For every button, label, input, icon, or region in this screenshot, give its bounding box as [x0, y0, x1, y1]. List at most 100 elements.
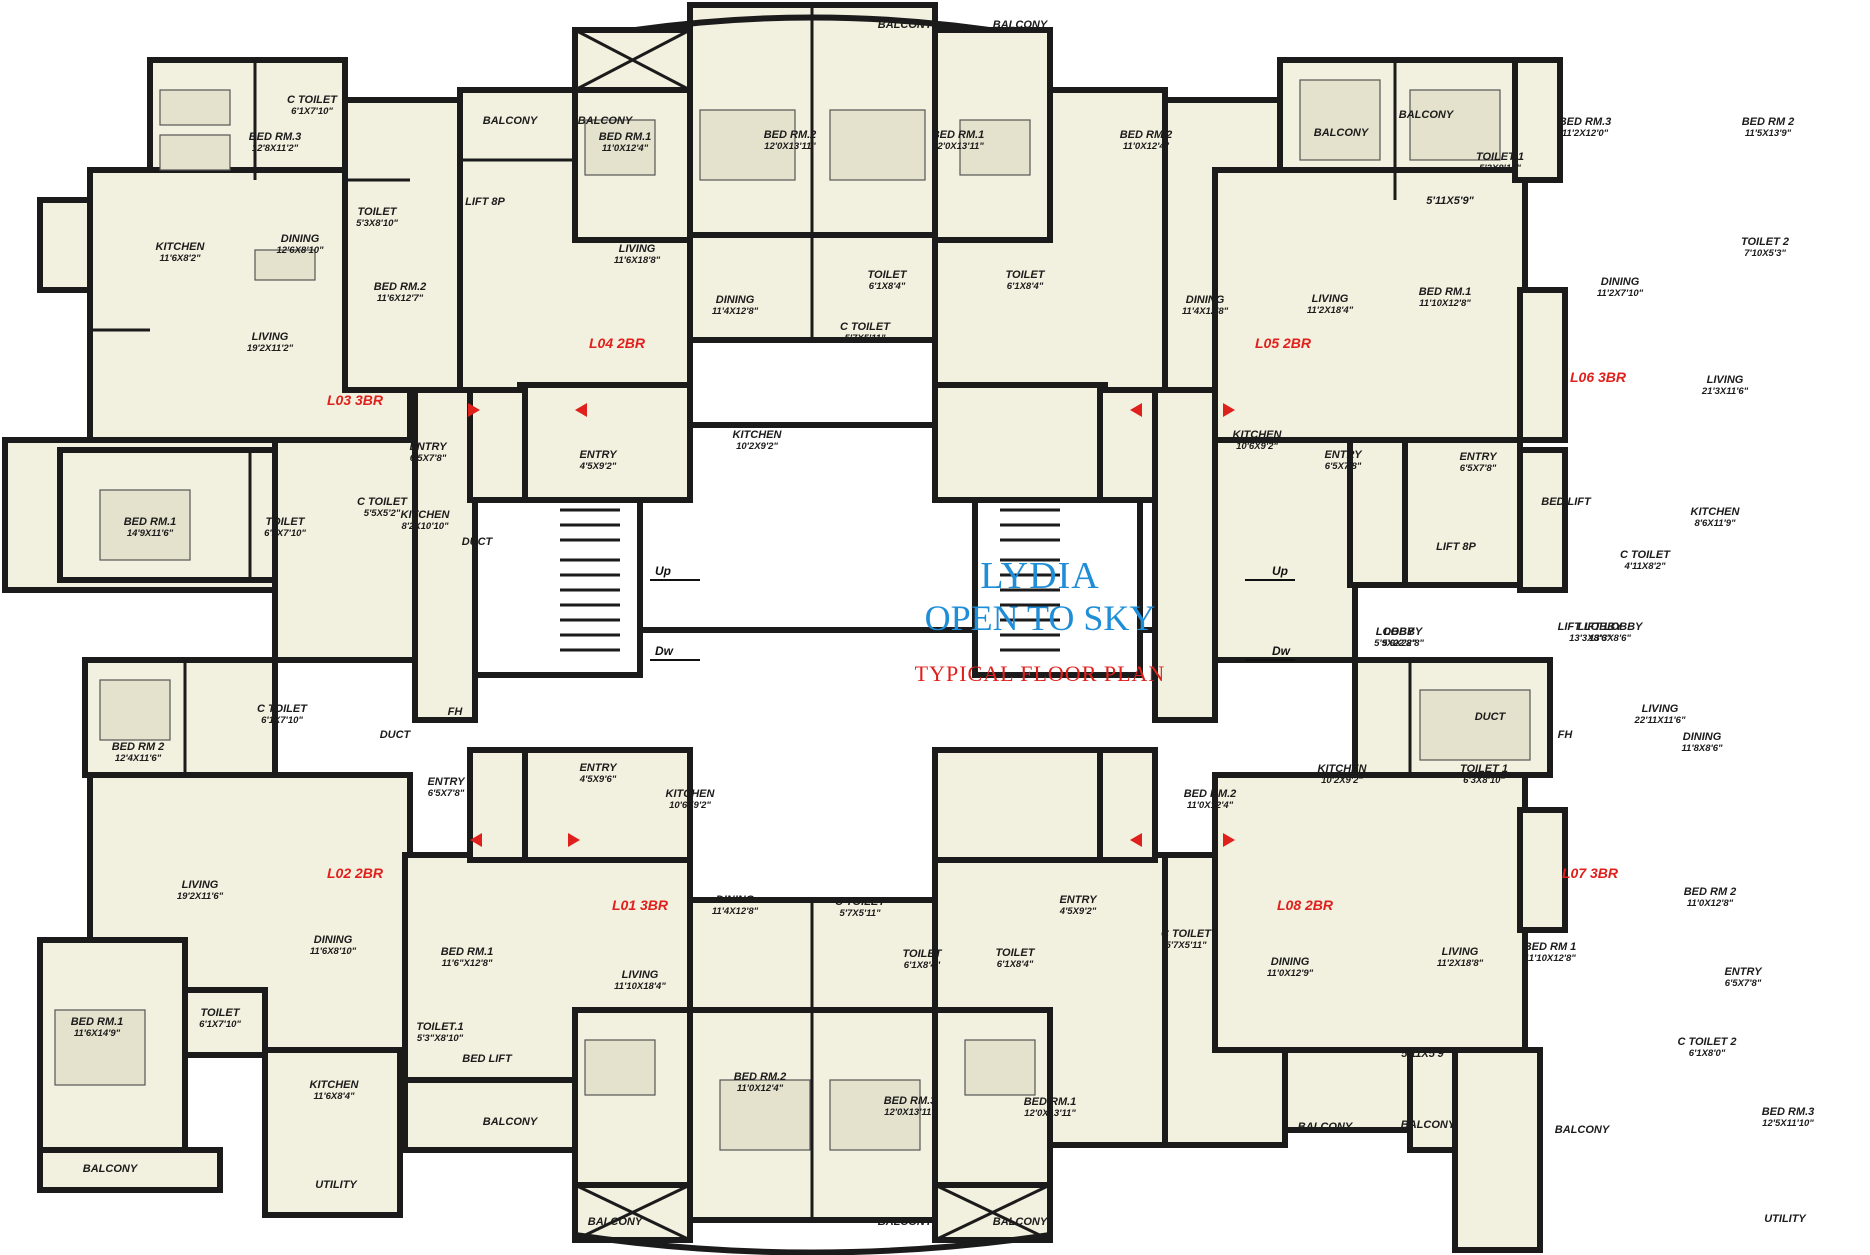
room-dimension: 11'6"X12'8" — [442, 958, 493, 969]
room-dimension: 12'8X11'2" — [252, 143, 299, 154]
room-dimension: 12'0X13'11" — [932, 141, 984, 152]
room-name: BED RM 2 — [1742, 116, 1795, 128]
room-dimension: 11'10X12'8" — [1524, 953, 1576, 964]
room-name: DINING — [1683, 731, 1722, 743]
stair-right — [972, 467, 1143, 678]
stair-left — [472, 467, 643, 678]
balcony-label: BALCONY — [83, 1163, 139, 1175]
balcony-label: BALCONY — [1555, 1124, 1611, 1136]
room-name: LIVING — [1442, 946, 1479, 958]
room-dimension: 11'0X12'4" — [602, 143, 649, 154]
balcony-label: BALCONY — [483, 115, 539, 127]
room-name: KITCHEN — [310, 1079, 360, 1091]
room-name: ENTRY — [409, 441, 448, 453]
room-name: BED RM.1 — [1024, 1096, 1077, 1108]
balcony-label: BALCONY — [1399, 109, 1455, 121]
room-name: C TOILET — [1161, 928, 1212, 940]
room-name: C TOILET — [1620, 549, 1671, 561]
room-name: KITCHEN — [666, 788, 716, 800]
room-dimension: 8'2X10'10" — [401, 521, 449, 532]
room-name: DINING — [281, 233, 320, 245]
room-name: LIFT 8P — [465, 196, 505, 208]
room-dimension: 12'6X8'10" — [276, 245, 324, 256]
room-name: KITCHEN — [1691, 506, 1741, 518]
balcony-label: BALCONY — [878, 1216, 934, 1228]
room-dimension: 6'1X8'4" — [869, 281, 906, 292]
room-dimension: 12'0X13'11" — [884, 1107, 936, 1118]
room-name: BED RM.3 — [1559, 116, 1612, 128]
room-name: BED RM.2 — [374, 281, 427, 293]
unit-label: L03 3BR — [327, 392, 384, 408]
room-name: KITCHEN — [1318, 763, 1368, 775]
room-name: LOBBY — [1384, 626, 1424, 638]
room-name: LIVING — [182, 879, 219, 891]
room-name: ENTRY — [1324, 449, 1363, 461]
room-name: LIVING — [252, 331, 289, 343]
room-name: BED RM.1 — [599, 131, 652, 143]
unit-l04-walls — [457, 27, 693, 503]
room-name: BED RM.2 — [1184, 788, 1237, 800]
room-name: TOILET 1 — [1476, 151, 1524, 163]
room-dimension: 6'5X7'8" — [1725, 978, 1762, 989]
room-dimension: 11'4X12'8" — [712, 906, 759, 917]
room-name: LOBBY — [1376, 626, 1416, 638]
room-name: TOILET — [996, 947, 1036, 959]
room-dimension: 22'11X11'6" — [1634, 715, 1686, 726]
room-dimension: 7'10X5'3" — [1744, 248, 1786, 259]
room-name: C TOILET — [257, 703, 308, 715]
lobby-left — [412, 327, 478, 723]
plan-titles: LYDIA OPEN TO SKY TYPICAL FLOOR PLAN — [760, 555, 1320, 687]
balcony-label: BALCONY — [993, 1216, 1049, 1228]
room-name: KITCHEN — [733, 429, 783, 441]
unit-l05-walls — [932, 27, 1168, 503]
room-name: BED RM 2 — [1684, 886, 1737, 898]
room-dimension: 10'2X9'2" — [1321, 775, 1363, 786]
room-dimension: 13'3X8'6" — [1589, 633, 1631, 644]
room-name: 5'11X5'9" — [1401, 1048, 1449, 1060]
room-name: BED LIFT — [1541, 496, 1592, 508]
room-dimension: 19'2X11'2" — [247, 343, 294, 354]
room-dimension: 5'5X5'2" — [364, 508, 401, 519]
room-dimension: 6'3X8'10" — [1463, 775, 1505, 786]
room-dimension: 4'11X8'2" — [1623, 561, 1666, 572]
utility-label: UTILITY — [315, 1179, 358, 1191]
room-dimension: 12'0X13'11" — [1024, 1108, 1076, 1119]
balcony-label: BALCONY — [1314, 127, 1370, 139]
room-dimension: 14'9X11'6" — [127, 528, 174, 539]
room-name: TOILET — [201, 1007, 241, 1019]
room-name: LIFT 8P — [1436, 541, 1476, 553]
room-name: DINING — [1186, 294, 1225, 306]
balcony-label: BALCONY — [1298, 1121, 1354, 1133]
room-name: ENTRY — [579, 762, 618, 774]
room-dimension: 6'1X7'10" — [291, 106, 333, 117]
room-name: ENTRY — [1059, 894, 1098, 906]
room-dimension: 11'6X18'8" — [614, 255, 661, 266]
room-dimension: 11'0X12'4" — [737, 1083, 784, 1094]
room-name: DINING — [716, 894, 755, 906]
room-dimension: 11'0X12'9" — [1267, 968, 1314, 979]
room-dimension: 6'1X8'4" — [1007, 281, 1044, 292]
room-dimension: 11'2X12'0" — [1562, 128, 1609, 139]
room-name: TOILET.1 — [416, 1021, 463, 1033]
room-dimension: 11'8X8'6" — [1681, 743, 1723, 754]
room-name: LIVING — [619, 243, 656, 255]
room-dimension: 5'7X5'11" — [1165, 940, 1207, 951]
room-dimension: 6'1X7'10" — [264, 528, 306, 539]
room-name: BED RM.3 — [249, 131, 302, 143]
unit-l02-walls — [37, 657, 413, 1218]
entry-arrows — [468, 403, 1235, 847]
room-name: ENTRY — [579, 449, 618, 461]
unit-label: L02 2BR — [327, 865, 384, 881]
room-dimension: 6'1X8'4" — [904, 960, 941, 971]
room-dimension: 10'2X9'2" — [736, 441, 778, 452]
stair-up-right: Up — [1272, 564, 1288, 578]
balcony-label: BALCONY — [483, 1116, 539, 1128]
room-dimension: 12'0X13'11" — [764, 141, 816, 152]
unit-labels: L03 3BR L04 2BR L05 2BR L06 3BR L02 2BR … — [327, 335, 1627, 913]
room-name: C TOILET 2 — [1677, 1036, 1736, 1048]
room-name: DUCT — [380, 729, 412, 741]
room-dimension: 12'5X11'10" — [1762, 1118, 1814, 1129]
room-name: KITCHEN — [156, 241, 206, 253]
room-dimension: 4'5X9'2" — [1059, 906, 1097, 917]
